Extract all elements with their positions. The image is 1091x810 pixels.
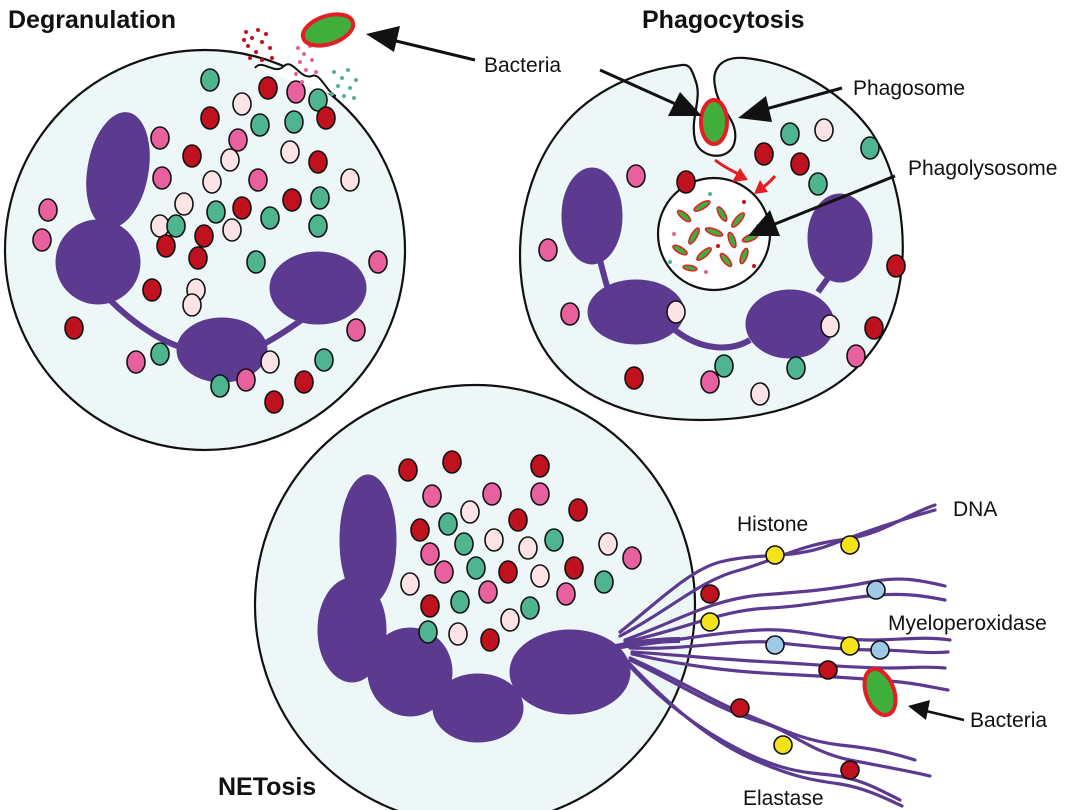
net-histones (700, 535, 860, 755)
title-netosis: NETosis (218, 773, 316, 801)
degranulation-nucleus (55, 112, 367, 383)
phagocytosis-nucleus (561, 167, 873, 359)
label-histone: Histone (737, 513, 808, 536)
title-phagocytosis: Phagocytosis (642, 6, 805, 34)
label-myeloperoxidase: Myeloperoxidase (888, 612, 1047, 635)
label-phagosome: Phagosome (853, 77, 965, 100)
bacterium-degranulation (300, 12, 356, 48)
label-dna: DNA (953, 498, 997, 521)
arrow-phagolysosome (748, 174, 896, 236)
label-phagolysosome: Phagolysosome (908, 157, 1057, 180)
released-granule-contents (242, 28, 358, 100)
bacterium-net (862, 666, 898, 718)
title-degranulation: Degranulation (8, 6, 176, 34)
netosis-nucleus (317, 474, 681, 743)
netosis-cell (253, 383, 697, 810)
label-bacteria-top: Bacteria (484, 54, 561, 77)
arrow-bacteria-top (366, 26, 476, 62)
net-elastase (700, 584, 860, 780)
label-elastase: Elastase (743, 787, 824, 810)
arrow-bacteria-to-phagosome (599, 68, 702, 116)
arrow-bacteria-net (908, 700, 965, 722)
net-myeloperoxidase (765, 580, 890, 660)
label-bacteria-net: Bacteria (970, 709, 1047, 732)
arrow-phagosome (738, 86, 843, 122)
phagocytosis-cell (518, 56, 906, 422)
degranulation-cell (3, 12, 407, 452)
bacterium-phagosome (699, 98, 729, 146)
fusion-arrows (714, 158, 777, 194)
